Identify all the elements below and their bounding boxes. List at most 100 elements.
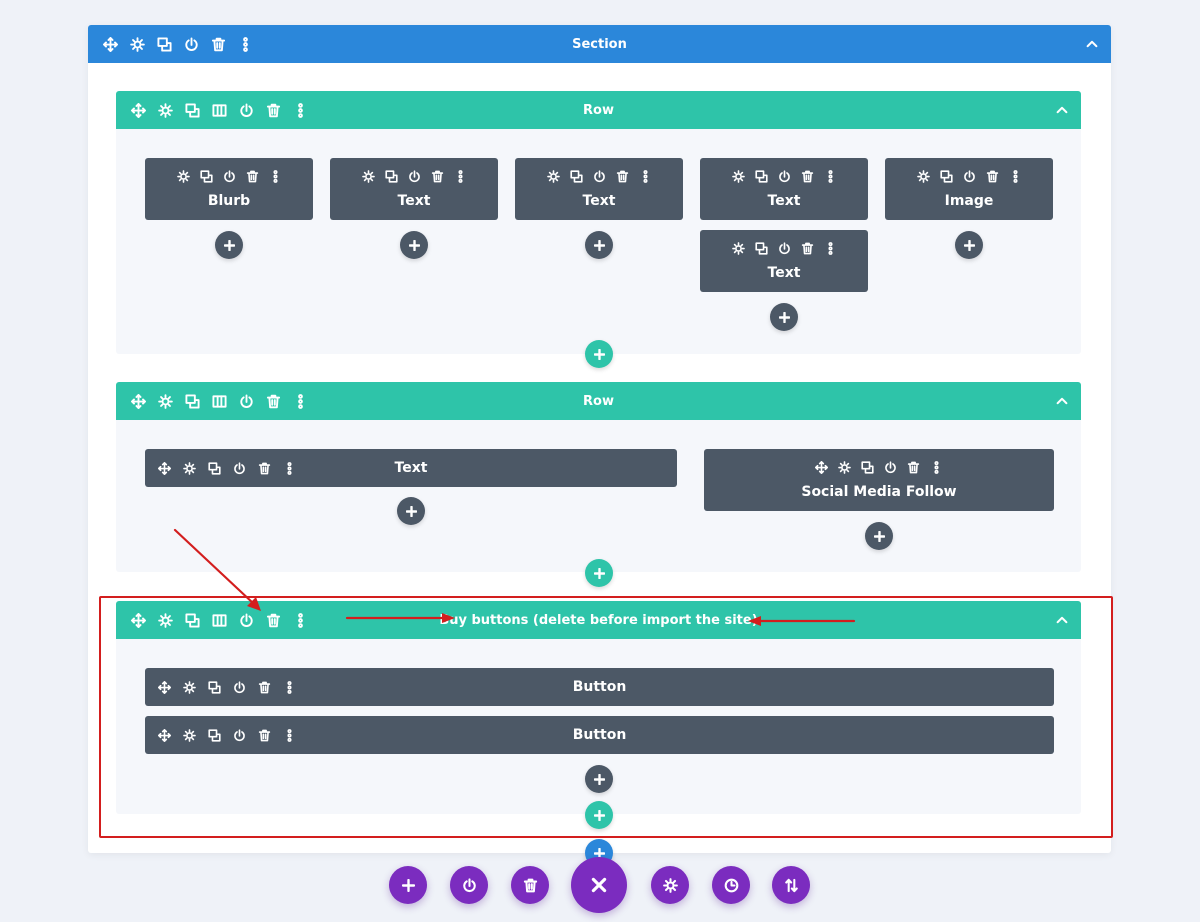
move-icon[interactable] (128, 391, 148, 411)
row-1: Row Blurb Text Text Text Text (116, 91, 1081, 354)
trash-icon[interactable] (905, 458, 923, 476)
chevron-up-icon[interactable] (1085, 25, 1099, 63)
add-module-button[interactable] (585, 765, 613, 793)
add-row-button[interactable] (585, 559, 613, 587)
more-icon[interactable] (235, 34, 255, 54)
gear-icon[interactable] (155, 100, 175, 120)
more-icon[interactable] (821, 167, 839, 185)
duplicate-icon[interactable] (382, 167, 400, 185)
add-module-button[interactable] (585, 231, 613, 259)
module-social-media-follow[interactable]: Social Media Follow (704, 449, 1054, 511)
more-icon[interactable] (290, 610, 310, 630)
gear-icon[interactable] (155, 610, 175, 630)
gear-icon[interactable] (544, 167, 562, 185)
power-icon[interactable] (882, 458, 900, 476)
power-icon[interactable] (220, 167, 238, 185)
duplicate-icon[interactable] (859, 458, 877, 476)
module-text[interactable]: Text (700, 230, 868, 292)
module-text[interactable]: Text (515, 158, 683, 220)
more-icon[interactable] (290, 100, 310, 120)
duplicate-icon[interactable] (182, 100, 202, 120)
add-module-button[interactable] (770, 303, 798, 331)
add-row-button[interactable] (585, 340, 613, 368)
trash-icon[interactable] (263, 391, 283, 411)
more-icon[interactable] (821, 239, 839, 257)
add-button[interactable] (389, 866, 427, 904)
trash-icon[interactable] (798, 239, 816, 257)
trash-icon[interactable] (798, 167, 816, 185)
gear-icon[interactable] (836, 458, 854, 476)
gear-icon[interactable] (729, 239, 747, 257)
gear-icon[interactable] (914, 167, 932, 185)
columns-icon[interactable] (209, 610, 229, 630)
row-header[interactable]: Row (116, 91, 1081, 129)
chevron-up-icon[interactable] (1055, 601, 1069, 639)
add-module-button[interactable] (397, 497, 425, 525)
row-header[interactable]: Row (116, 382, 1081, 420)
trash-icon[interactable] (983, 167, 1001, 185)
power-icon[interactable] (960, 167, 978, 185)
module-image[interactable]: Image (885, 158, 1053, 220)
disable-button[interactable] (450, 866, 488, 904)
trash-icon[interactable] (613, 167, 631, 185)
settings-button[interactable] (651, 866, 689, 904)
power-icon[interactable] (181, 34, 201, 54)
add-module-button[interactable] (215, 231, 243, 259)
move-icon[interactable] (128, 610, 148, 630)
columns-icon[interactable] (209, 100, 229, 120)
section-header[interactable]: Section (88, 25, 1111, 63)
more-icon[interactable] (1006, 167, 1024, 185)
gear-icon[interactable] (174, 167, 192, 185)
columns-icon[interactable] (209, 391, 229, 411)
duplicate-icon[interactable] (937, 167, 955, 185)
more-icon[interactable] (636, 167, 654, 185)
power-icon[interactable] (236, 391, 256, 411)
trash-icon[interactable] (208, 34, 228, 54)
power-icon[interactable] (590, 167, 608, 185)
more-icon[interactable] (290, 391, 310, 411)
duplicate-icon[interactable] (752, 239, 770, 257)
trash-icon[interactable] (263, 100, 283, 120)
module-text[interactable]: Text (700, 158, 868, 220)
add-row-button[interactable] (585, 801, 613, 829)
chevron-up-icon[interactable] (1055, 382, 1069, 420)
trash-icon[interactable] (428, 167, 446, 185)
add-module-button[interactable] (400, 231, 428, 259)
gear-icon[interactable] (729, 167, 747, 185)
gear-icon[interactable] (155, 391, 175, 411)
delete-button[interactable] (511, 866, 549, 904)
chevron-up-icon[interactable] (1055, 91, 1069, 129)
power-icon[interactable] (236, 610, 256, 630)
module-text[interactable]: Text (145, 449, 677, 487)
add-module-button[interactable] (865, 522, 893, 550)
trash-icon[interactable] (263, 610, 283, 630)
power-icon[interactable] (236, 100, 256, 120)
move-icon[interactable] (100, 34, 120, 54)
more-icon[interactable] (451, 167, 469, 185)
module-text[interactable]: Text (330, 158, 498, 220)
close-button[interactable] (571, 857, 627, 913)
duplicate-icon[interactable] (154, 34, 174, 54)
duplicate-icon[interactable] (752, 167, 770, 185)
module-button[interactable]: Button (145, 668, 1054, 706)
move-icon[interactable] (128, 100, 148, 120)
gear-icon[interactable] (127, 34, 147, 54)
module-button[interactable]: Button (145, 716, 1054, 754)
more-icon[interactable] (266, 167, 284, 185)
duplicate-icon[interactable] (197, 167, 215, 185)
trash-icon[interactable] (243, 167, 261, 185)
more-icon[interactable] (928, 458, 946, 476)
power-icon[interactable] (775, 239, 793, 257)
duplicate-icon[interactable] (182, 610, 202, 630)
power-icon[interactable] (775, 167, 793, 185)
row-header[interactable]: Buy buttons (delete before import the si… (116, 601, 1081, 639)
add-module-button[interactable] (955, 231, 983, 259)
duplicate-icon[interactable] (567, 167, 585, 185)
sort-button[interactable] (772, 866, 810, 904)
history-button[interactable] (712, 866, 750, 904)
power-icon[interactable] (405, 167, 423, 185)
duplicate-icon[interactable] (182, 391, 202, 411)
gear-icon[interactable] (359, 167, 377, 185)
move-icon[interactable] (813, 458, 831, 476)
module-blurb[interactable]: Blurb (145, 158, 313, 220)
